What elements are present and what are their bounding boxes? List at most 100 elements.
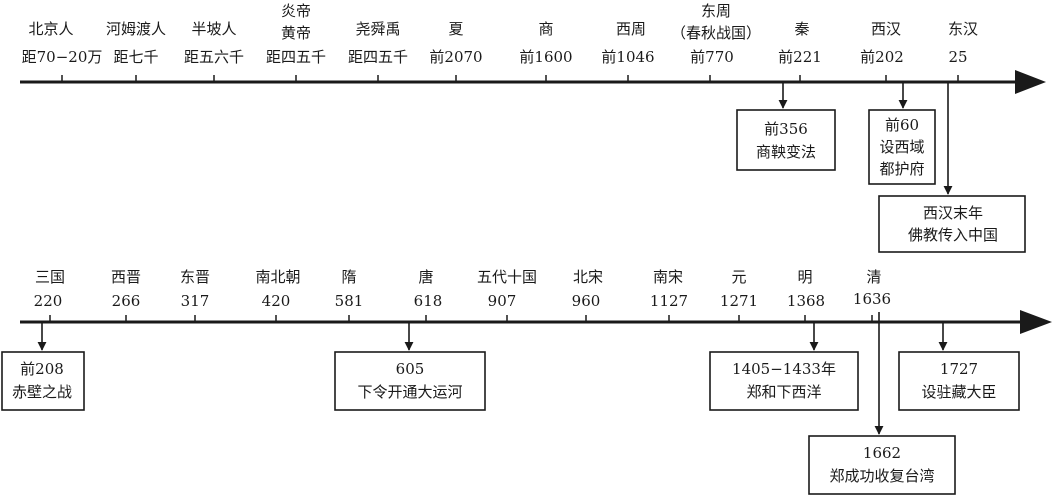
timeline-1-tick-xia: 夏 前2070 <box>429 20 483 82</box>
event-line: 商鞅变法 <box>756 143 816 161</box>
tick-name: 河姆渡人 <box>106 20 166 38</box>
event-line: 1405−1433年 <box>732 360 836 378</box>
timeline-2-tick-ming: 明 1368 <box>787 268 825 322</box>
timeline-2-tick-nanbeichao: 南北朝 420 <box>255 268 301 322</box>
event-box <box>736 109 836 171</box>
event-line: 1662 <box>863 444 901 462</box>
tick-date: 距七千 <box>113 48 158 66</box>
tick-name: 三国 <box>35 268 65 286</box>
event-line: 赤壁之战 <box>12 383 72 401</box>
timeline-1-tick-shang: 商 前1600 <box>519 20 573 82</box>
tick-date: 1368 <box>787 292 825 310</box>
timeline-2-tick-nansong: 南宋 1127 <box>650 268 688 322</box>
event-line: 设西域 <box>879 138 924 156</box>
event-zheng-he-voyages: 1405−1433年 郑和下西洋 <box>709 322 859 411</box>
tick-name: 东汉 <box>948 20 978 38</box>
event-buddhism-enters-china: 西汉末年 佛教传入中国 <box>878 82 1026 253</box>
tick-name: 南北朝 <box>255 268 300 286</box>
tick-date: 距四五千 <box>348 48 408 66</box>
event-box <box>868 109 936 185</box>
timeline-1-tick-dongzhou: 东周 （春秋战国） 前770 <box>671 2 761 82</box>
event-box <box>1 351 85 411</box>
timeline-1-arrowhead <box>1015 70 1046 94</box>
tick-name: 西晋 <box>111 268 141 286</box>
timeline-1-tick-banpo: 半坡人 距五六千 <box>184 20 244 82</box>
timeline-1-tick-qin: 秦 前221 <box>778 20 822 82</box>
event-box <box>808 435 956 495</box>
event-grand-canal: 605 下令开通大运河 <box>334 322 486 411</box>
tick-name: 西周 <box>616 20 646 38</box>
tick-date: 距四五千 <box>266 48 326 66</box>
event-line: 郑和下西洋 <box>746 383 821 401</box>
tick-name: 半坡人 <box>191 20 236 38</box>
timeline-2-tick-sui: 隋 581 <box>335 268 364 322</box>
tick-name: 五代十国 <box>477 268 537 286</box>
event-battle-of-red-cliffs: 前208 赤壁之战 <box>1 322 85 411</box>
tick-date: 960 <box>572 292 601 310</box>
tick-name: 西汉 <box>871 20 901 38</box>
tick-date: 25 <box>948 48 967 66</box>
event-box <box>334 351 486 411</box>
timeline-2-tick-tang: 唐 618 <box>414 268 443 322</box>
event-western-regions-protectorate: 前60 设西域 都护府 <box>868 82 936 185</box>
tick-date: 距70−20万 <box>22 48 103 66</box>
tick-name: 南宋 <box>653 268 683 286</box>
event-line: 设驻藏大臣 <box>921 383 996 401</box>
timeline-2-tick-xijin: 西晋 266 <box>111 268 141 322</box>
timeline-2: 三国 220 西晋 266 东晋 317 南北朝 420 隋 581 唐 618 <box>1 268 1052 495</box>
tick-date: 前1600 <box>519 48 572 66</box>
tick-name: 东周 <box>701 2 731 20</box>
timeline-1-tick-xihan: 西汉 前202 <box>860 20 904 82</box>
event-tibet-resident-ministers: 1727 设驻藏大臣 <box>898 322 1020 411</box>
timeline-2-tick-dongjin: 东晋 317 <box>180 268 210 322</box>
timeline-1-tick-beijingren: 北京人 距70−20万 <box>22 20 103 82</box>
tick-name-2: 黄帝 <box>281 24 311 42</box>
event-line: 西汉末年 <box>923 204 983 222</box>
event-line: 前208 <box>20 360 64 378</box>
tick-name: 明 <box>797 268 812 286</box>
tick-name: 夏 <box>448 20 463 38</box>
tick-name: 北京人 <box>28 20 73 38</box>
timeline-1-tick-yandi-huangdi: 炎帝 黄帝 距四五千 <box>266 2 326 82</box>
tick-date: 618 <box>414 292 443 310</box>
tick-name: 炎帝 <box>281 2 311 20</box>
timeline-2-tick-yuan: 元 1271 <box>720 268 758 322</box>
tick-date: 前202 <box>860 48 904 66</box>
event-line: 都护府 <box>879 160 924 178</box>
timeline-1: 北京人 距70−20万 河姆渡人 距七千 半坡人 距五六千 炎帝 黄帝 距四五千… <box>20 2 1046 253</box>
tick-date: 266 <box>112 292 141 310</box>
event-line: 605 <box>396 360 425 378</box>
event-box <box>878 195 1026 253</box>
tick-date: 距五六千 <box>184 48 244 66</box>
timeline-2-tick-wudai-shiguo: 五代十国 907 <box>477 268 537 322</box>
tick-date: 前2070 <box>429 48 482 66</box>
timeline-1-tick-hemudu: 河姆渡人 距七千 <box>106 20 166 82</box>
event-shang-yang-reform: 前356 商鞅变法 <box>736 82 836 171</box>
tick-date: 前221 <box>778 48 822 66</box>
timeline-2-tick-sanguo: 三国 220 <box>34 268 65 322</box>
timeline-2-arrowhead <box>1020 310 1052 334</box>
event-line: 前356 <box>764 120 808 138</box>
tick-date: 前1046 <box>601 48 654 66</box>
timeline-1-tick-xizhou: 西周 前1046 <box>601 20 655 82</box>
tick-date: 420 <box>262 292 291 310</box>
timeline-1-tick-yao-shun-yu: 尧舜禹 距四五千 <box>348 20 408 82</box>
tick-name: 北宋 <box>573 268 603 286</box>
event-line: 前60 <box>885 116 919 134</box>
event-line: 下令开通大运河 <box>357 383 462 401</box>
event-line: 郑成功收复台湾 <box>829 467 934 485</box>
tick-name: 尧舜禹 <box>355 20 400 38</box>
timeline-2-tick-beisong: 北宋 960 <box>572 268 603 322</box>
event-taiwan-recovery: 1662 郑成功收复台湾 <box>808 312 956 495</box>
tick-name-2: （春秋战国） <box>671 24 761 42</box>
timeline-2-tick-qing: 清 1636 <box>853 268 891 322</box>
event-box <box>898 351 1020 411</box>
tick-name: 隋 <box>341 268 356 286</box>
event-box <box>709 351 859 411</box>
tick-name: 清 <box>866 268 881 286</box>
tick-name: 商 <box>538 20 553 38</box>
tick-name: 唐 <box>418 268 433 286</box>
tick-date: 581 <box>335 292 364 310</box>
timeline-1-tick-donghan: 东汉 25 <box>948 20 978 82</box>
